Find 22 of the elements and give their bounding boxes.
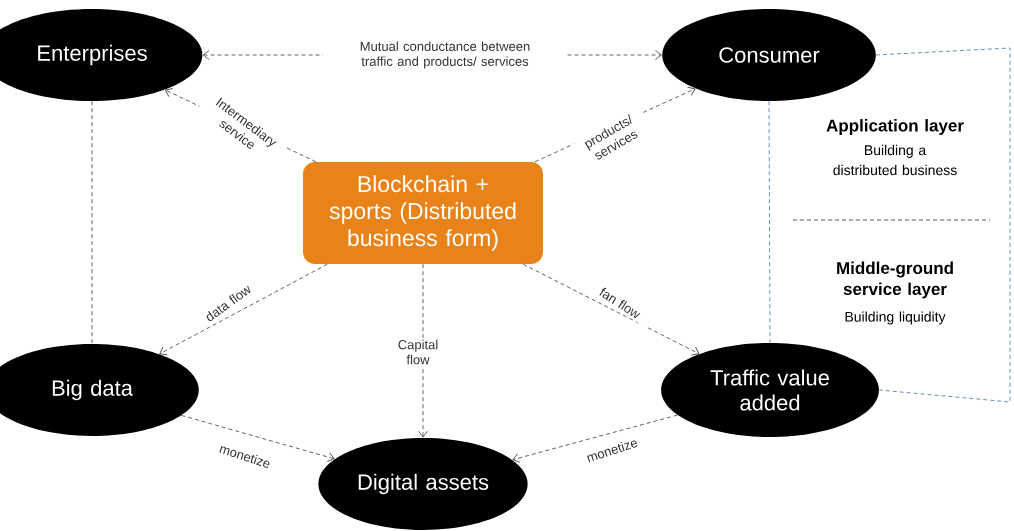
ellipse-node: Traffic value added [661, 343, 879, 437]
edge-label: data flow [190, 272, 266, 334]
layer-description: Building a distributed business [833, 144, 957, 176]
ellipse-node: Consumer [662, 9, 876, 101]
layer-description: Building liquidity [845, 311, 946, 325]
edge-label: fan flow [585, 277, 655, 329]
edge-label: Capital flow [391, 337, 445, 367]
connector-line [91, 100, 93, 345]
arrow [418, 263, 428, 438]
arrow [512, 414, 678, 463]
connector-line [875, 47, 1011, 403]
edge-label: monetize [574, 432, 650, 468]
arrow [181, 415, 335, 462]
ellipse-node: Digital assets [318, 438, 528, 530]
connector-line [768, 100, 771, 344]
edge-label: Mutual conductance between traffic and products/ services [323, 39, 567, 71]
layer-title: Middle-ground service layer [837, 261, 953, 299]
layer-title: Application layer [826, 119, 964, 135]
edge-label: monetize [207, 438, 283, 474]
process-box: Blockchain + sports (Distributed business form) [303, 162, 543, 264]
arrow [522, 263, 700, 356]
arrow [159, 263, 328, 356]
